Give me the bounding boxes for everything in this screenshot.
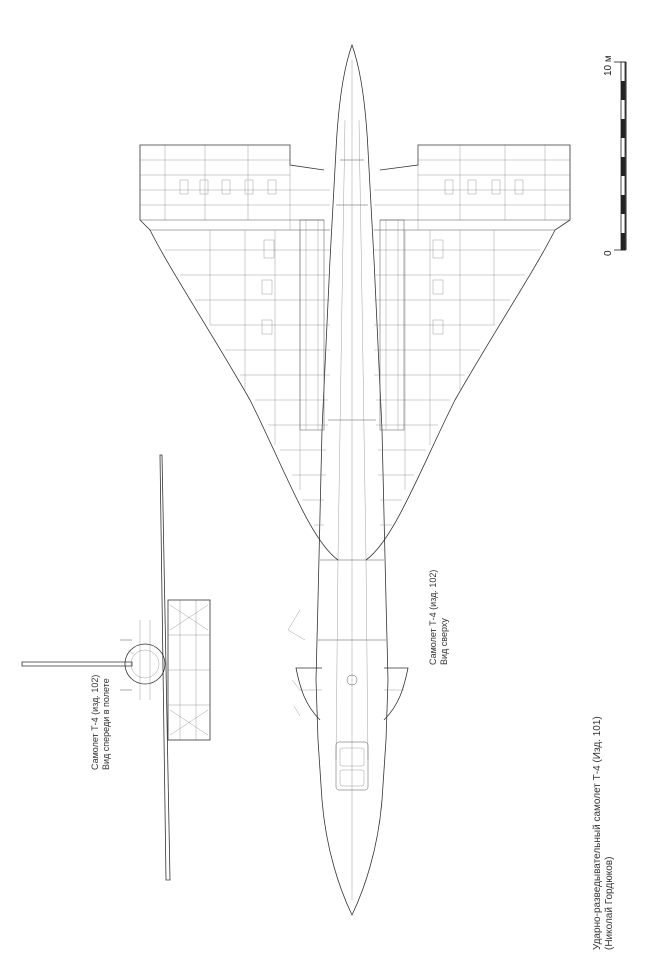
front-view-caption-line2: Вид спереди в полете	[101, 678, 111, 770]
top-view-caption: Самолет Т-4 (изд. 102) Вид сверху	[428, 570, 450, 665]
scale-label-zero: 0	[603, 250, 614, 256]
main-caption-line2: (Николай Гордюков)	[604, 856, 615, 950]
front-view-drawing	[21, 454, 211, 881]
scale-label-ten: 10 м	[603, 55, 614, 76]
wing-outline	[139, 144, 571, 561]
scale-bar	[614, 61, 627, 251]
main-caption-line1: Ударно-разведывательный самолет Т-4 (Изд…	[592, 716, 603, 950]
top-view-caption-line2: Вид сверху	[439, 618, 449, 665]
canard-right	[383, 667, 409, 721]
fuselage-outline	[315, 43, 389, 916]
main-caption: Ударно-разведывательный самолет Т-4 (Изд…	[592, 716, 616, 950]
canard-left	[295, 667, 322, 721]
top-view-drawing	[139, 43, 571, 916]
top-view-caption-line1: Самолет Т-4 (изд. 102)	[428, 569, 438, 665]
front-view-caption-line1: Самолет Т-4 (изд. 102)	[90, 674, 100, 770]
front-view-caption: Самолет Т-4 (изд. 102) Вид спереди в пол…	[90, 675, 112, 770]
